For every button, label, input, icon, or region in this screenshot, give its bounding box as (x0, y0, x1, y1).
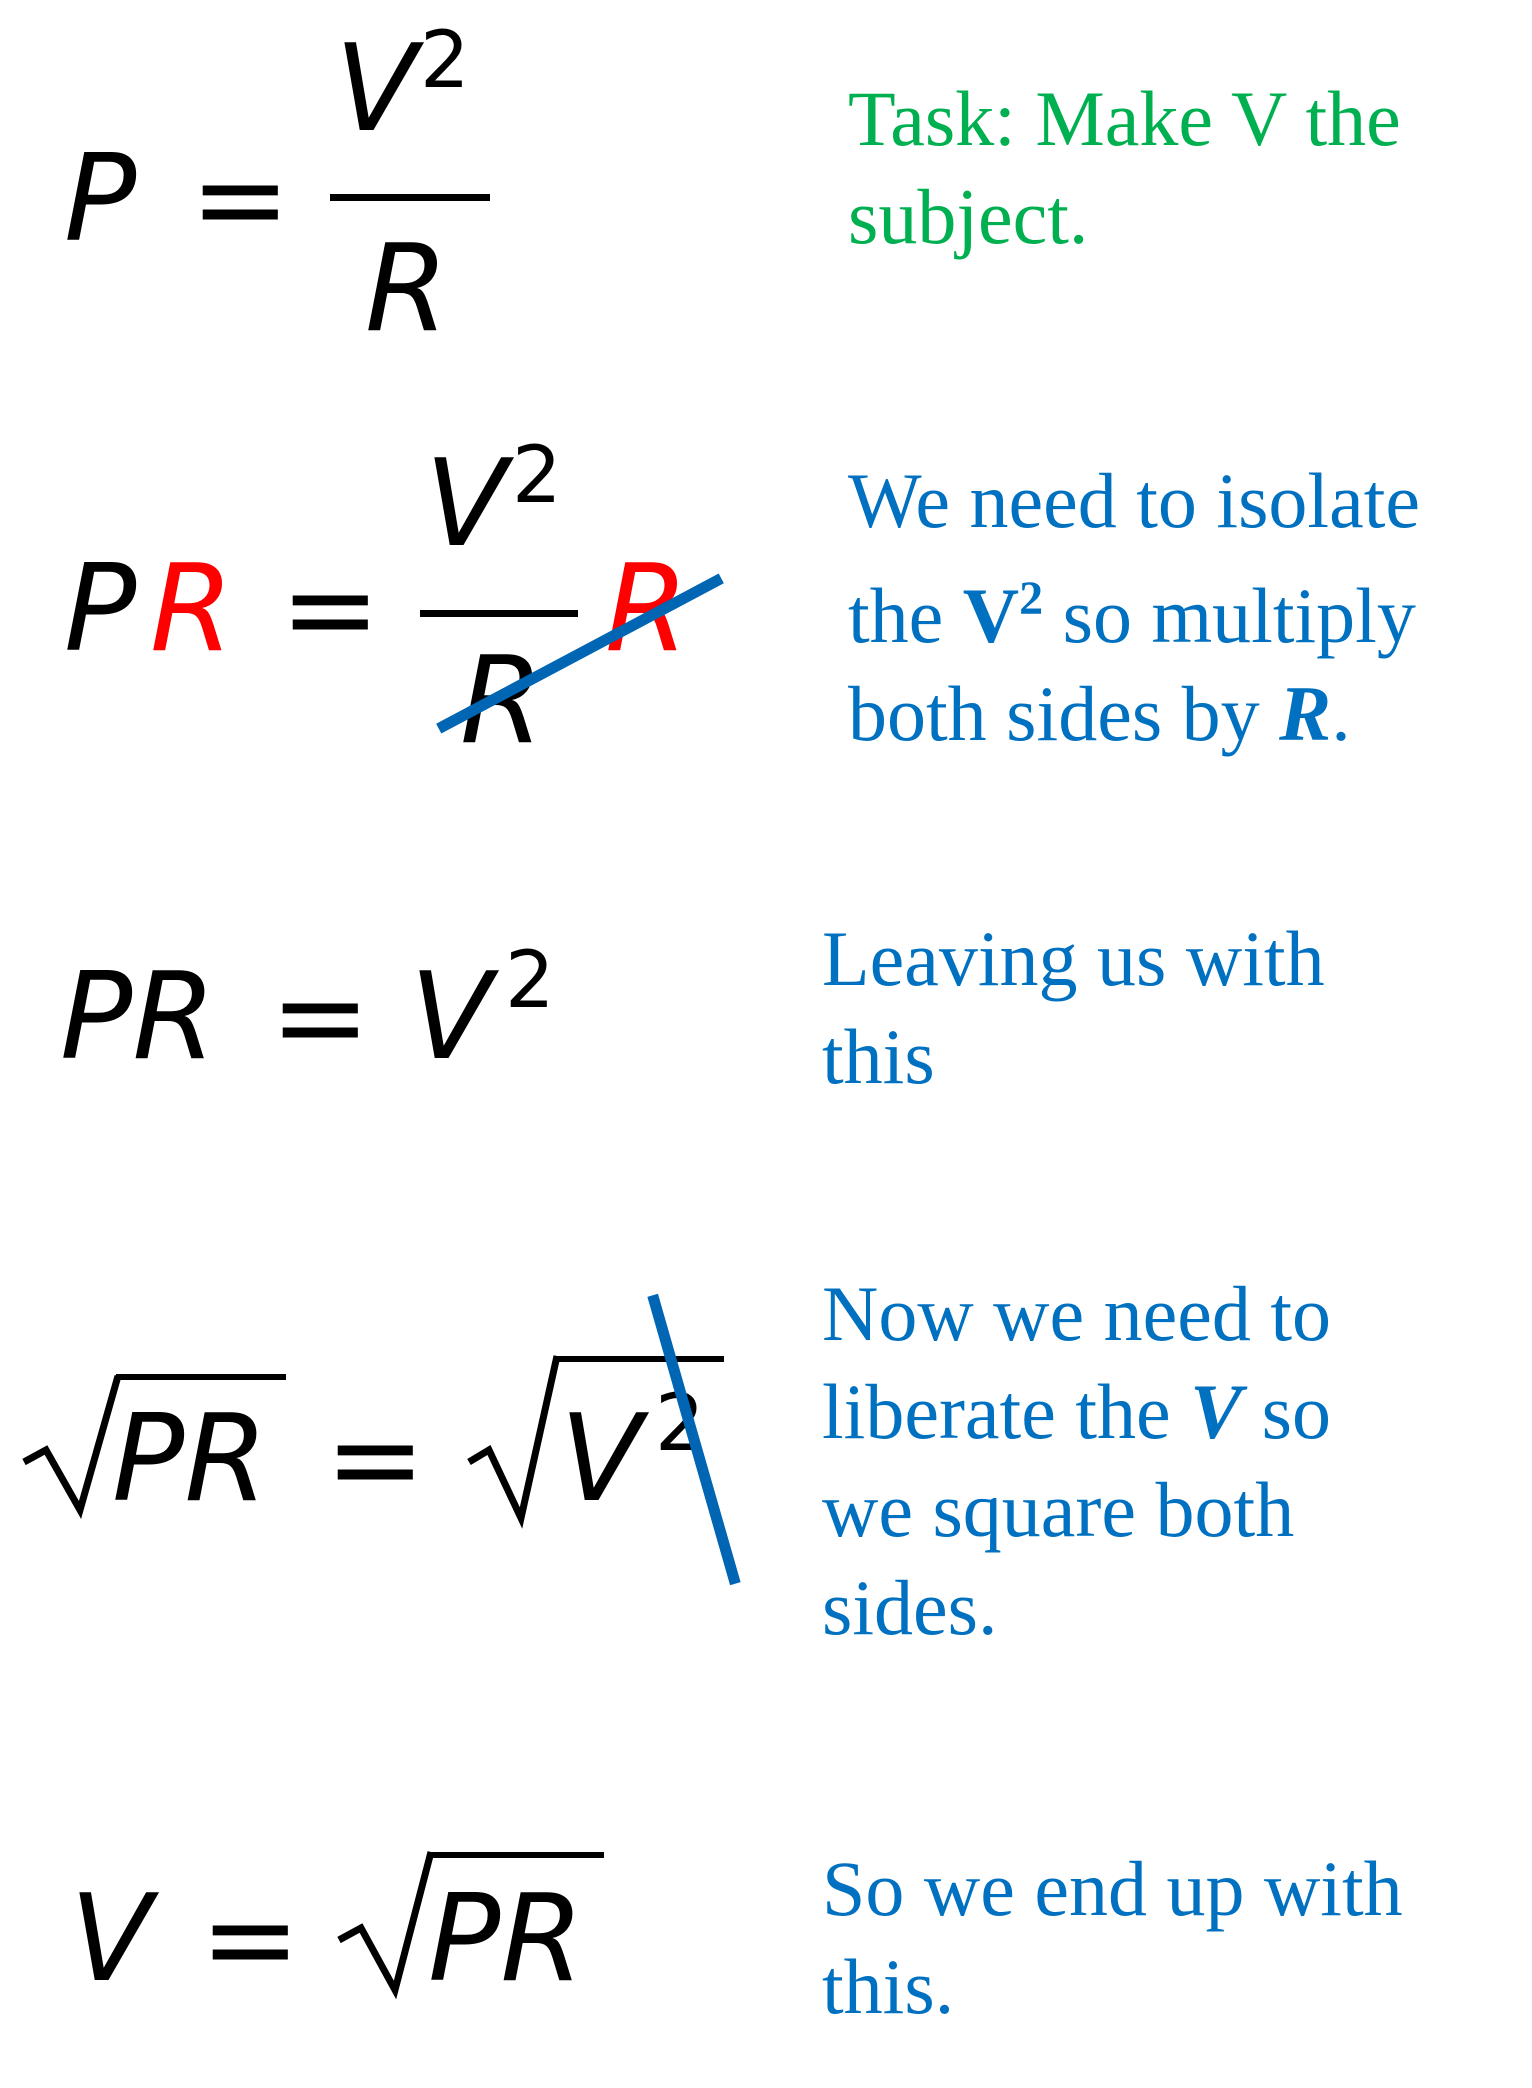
eq2-lhs-r: R (150, 540, 234, 679)
note-2-line-3: both sides by R. (848, 670, 1351, 757)
eq4-rhs-radical-sign (467, 1355, 561, 1529)
note-2-line-2: the V2 so multiply (848, 572, 1416, 659)
eq4-rhs-radicand: V (560, 1390, 643, 1529)
eq1-lhs: P (64, 130, 137, 269)
eq2-denominator: R (460, 632, 544, 771)
eq5-radical-sign (337, 1851, 435, 2000)
eq4-rhs-vinculum (556, 1356, 724, 1362)
eq5-radicand: PR (428, 1870, 584, 2009)
note-4-line-4: sides. (822, 1564, 998, 1651)
eq5-vinculum (428, 1852, 604, 1858)
eq4-lhs-vinculum (116, 1374, 286, 1380)
note-5: So we end up with this. (822, 1840, 1403, 2036)
eq1-numerator: V (335, 20, 418, 159)
eq2-lhs-p: P (64, 540, 137, 679)
eq2-exponent: 2 (512, 431, 562, 521)
note-2-line-1: We need to isolate (848, 457, 1421, 544)
eq4-equals: = (325, 1390, 426, 1529)
eq1-denominator: R (365, 220, 449, 359)
eq3-exponent: 2 (505, 936, 555, 1026)
note-1-line-2: subject. (848, 173, 1089, 260)
note-3-line-1: Leaving us with (822, 915, 1325, 1002)
note-1-line-1: Task: Make V the (848, 75, 1401, 162)
note-5-line-2: this. (822, 1943, 955, 2030)
eq2-multiplier: R (605, 540, 689, 679)
note-4-line-3: we square both (822, 1466, 1295, 1553)
eq2-equals: = (280, 540, 381, 679)
eq3-equals: = (270, 948, 371, 1087)
eq1-exponent: 2 (420, 16, 470, 106)
eq2-fraction-bar (420, 610, 578, 617)
eq2-numerator: V (425, 435, 508, 574)
note-3: Leaving us with this (822, 910, 1325, 1106)
eq5-lhs: V (70, 1870, 153, 2009)
eq3-rhs: V (410, 948, 493, 1087)
note-3-line-2: this (822, 1013, 935, 1100)
note-4: Now we need to liberate the V so we squa… (822, 1265, 1331, 1657)
note-5-line-1: So we end up with (822, 1845, 1403, 1932)
eq4-lhs-radicand: PR (112, 1390, 268, 1529)
note-1: Task: Make V the subject. (848, 70, 1401, 266)
eq4-lhs-radical-sign (22, 1375, 122, 1520)
note-4-line-2: liberate the V so (822, 1368, 1332, 1455)
eq1-equals: = (190, 130, 291, 269)
note-4-line-1: Now we need to (822, 1270, 1332, 1357)
eq5-equals: = (200, 1870, 301, 2009)
note-2: We need to isolate the V2 so multiply bo… (848, 452, 1420, 763)
eq3-lhs: PR (60, 948, 216, 1087)
eq1-fraction-bar (330, 194, 490, 201)
